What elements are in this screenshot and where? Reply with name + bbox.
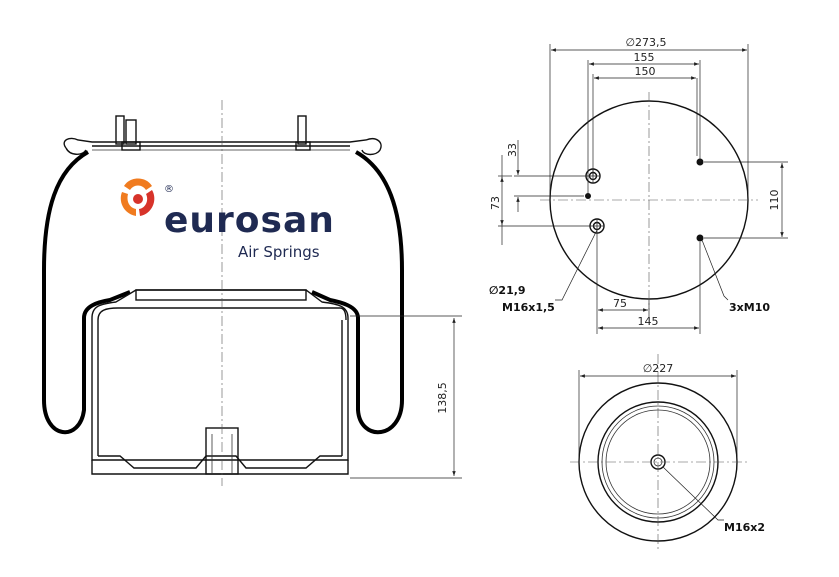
dimension-33-label: 33 <box>506 143 519 157</box>
top-plate <box>63 137 382 156</box>
bottom-diameter-label: ∅227 <box>643 362 674 375</box>
dimension-75-label: 75 <box>613 297 627 310</box>
stud-m10-bottom <box>696 234 704 242</box>
brand-logo: ® eurosan Air Springs <box>120 178 335 261</box>
bottom-thread-callout: M16x2 <box>724 521 765 534</box>
hole-diameter-callout: ∅21,9 <box>489 284 526 297</box>
brand-name: eurosan <box>164 200 335 241</box>
registered-mark: ® <box>164 184 174 195</box>
dimension-150-label: 150 <box>635 65 656 78</box>
stud-thread-callout: 3xM10 <box>729 301 770 314</box>
bottom-view: ∅227 M16x2 <box>570 354 765 552</box>
center-thread-callout: M16x1,5 <box>502 301 555 314</box>
brand-tagline: Air Springs <box>238 243 320 261</box>
piston <box>91 289 349 461</box>
dimension-155-label: 155 <box>634 51 655 64</box>
dimension-145-label: 145 <box>638 315 659 328</box>
top-diameter-label: ∅273,5 <box>625 36 666 49</box>
top-view: ∅273,5 155 150 33 73 110 75 <box>489 36 788 334</box>
dimension-73-label: 73 <box>489 196 502 210</box>
top-stud-left <box>115 115 141 151</box>
logo-mark-icon <box>120 178 155 216</box>
bellows-outer <box>42 150 131 435</box>
dimension-110-label: 110 <box>768 190 781 211</box>
top-stud-right <box>295 115 311 151</box>
side-view: 138,5 <box>42 100 462 486</box>
height-dimension-label: 138,5 <box>436 382 449 414</box>
